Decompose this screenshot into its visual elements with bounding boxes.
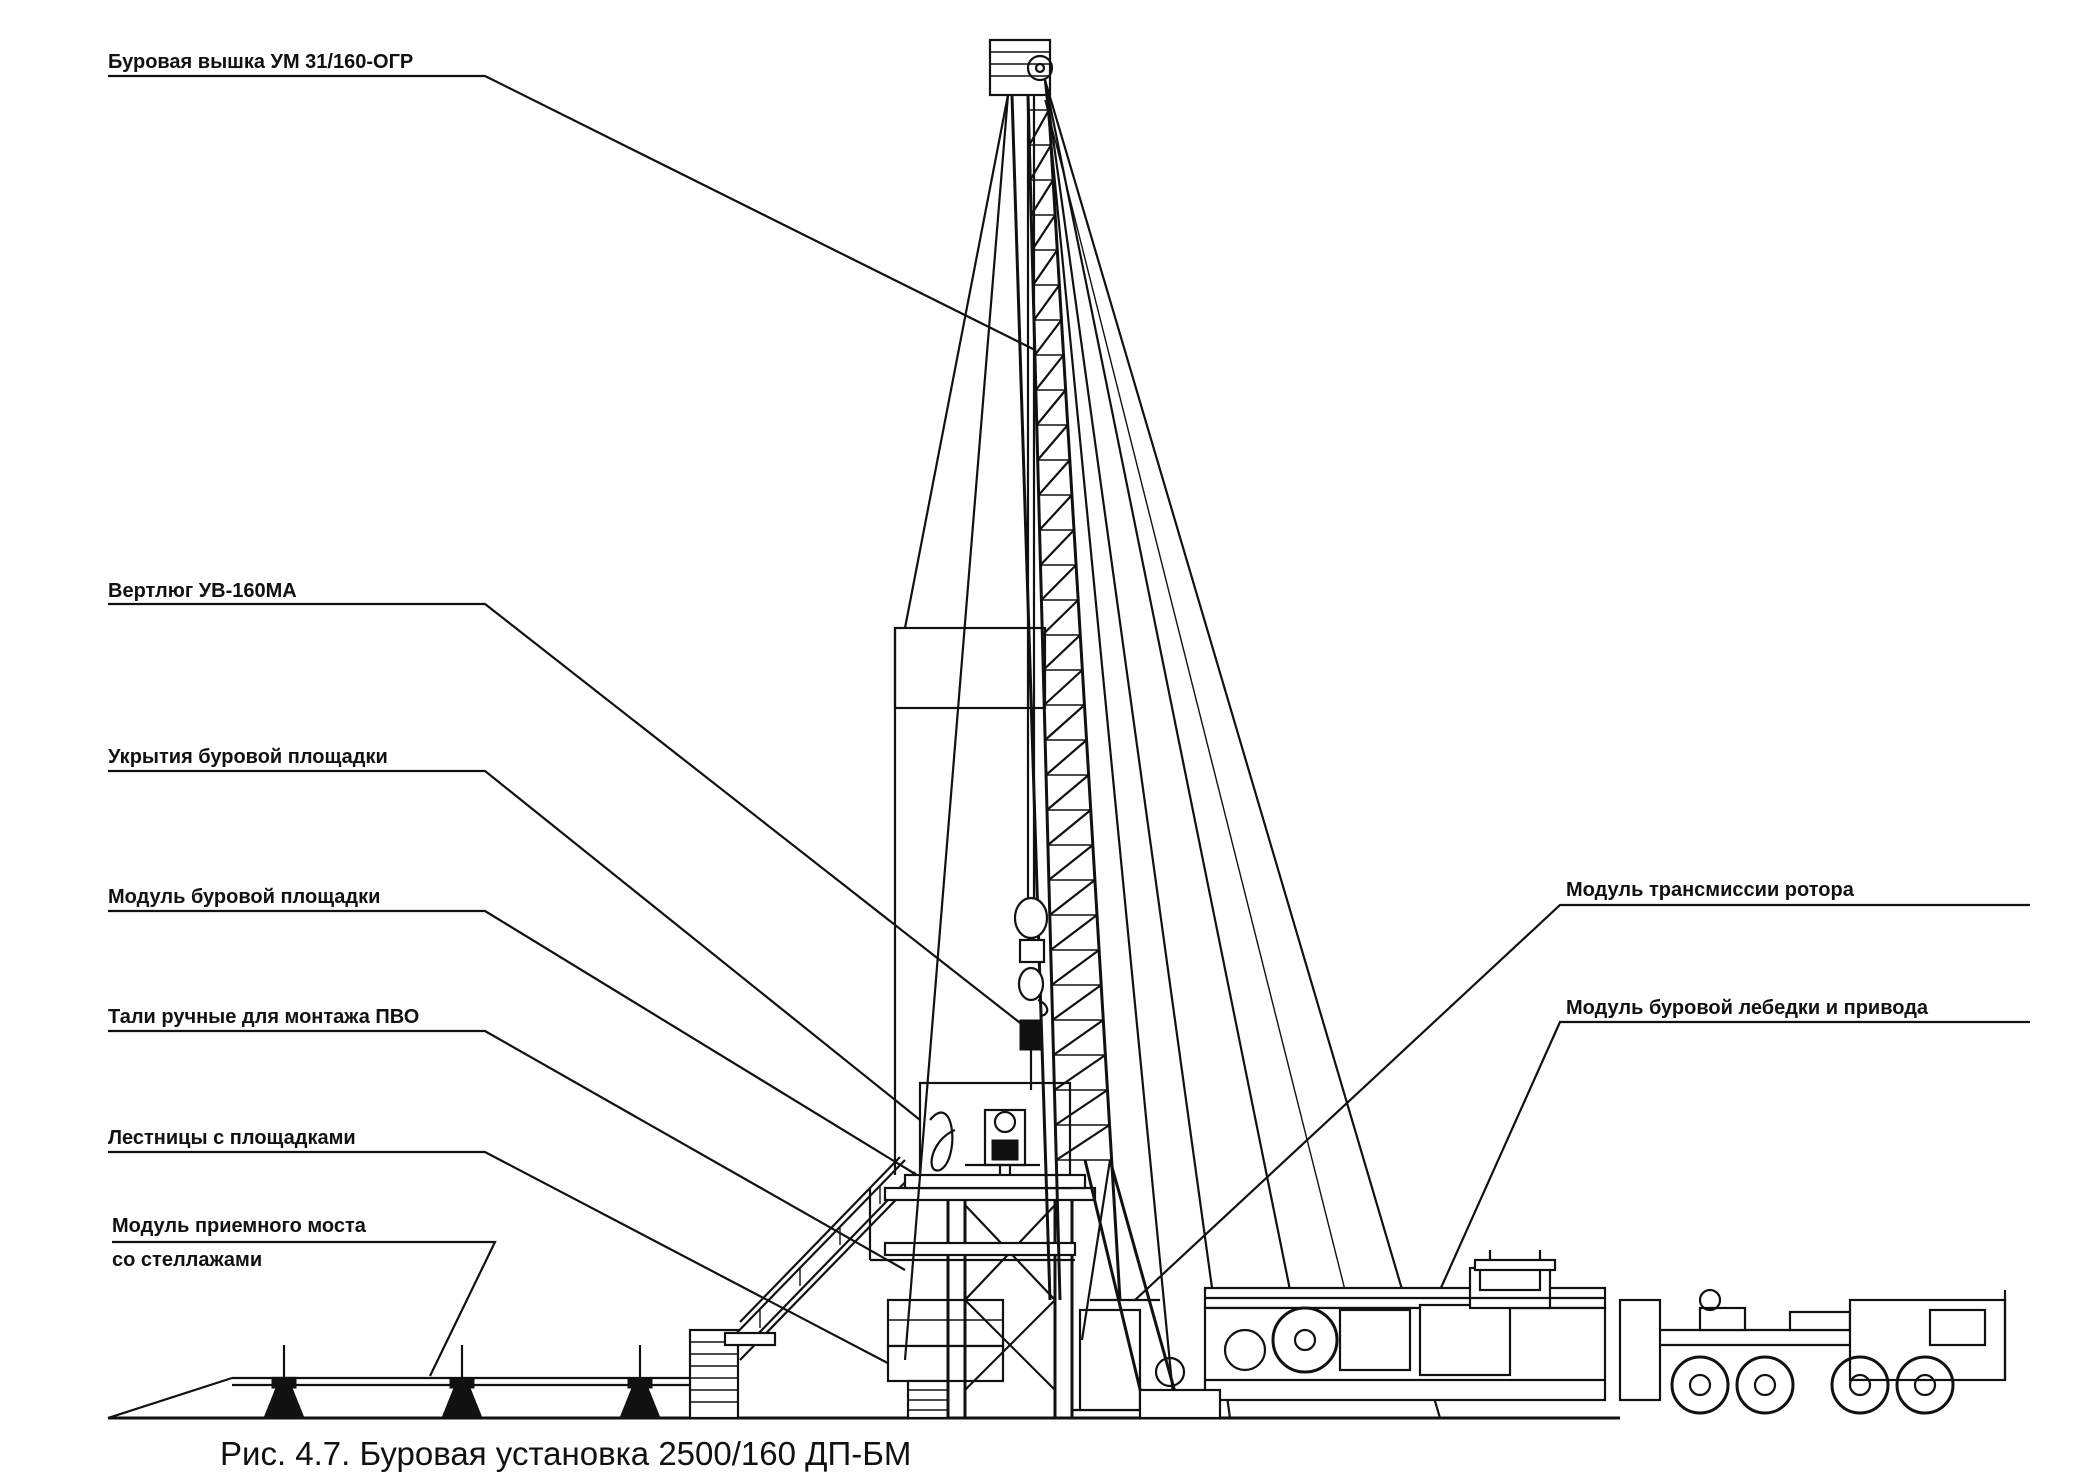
label-group-right: Модуль трансмиссии ротора Модуль буровой… (1566, 879, 1929, 1019)
label-floor-module: Модуль буровой площадки (108, 886, 380, 908)
leader-lines (108, 74, 2030, 1381)
hook-block-swivel (1013, 95, 1049, 1090)
leader-drawworks (1438, 1020, 2030, 1291)
transport-truck (1618, 1288, 2007, 1415)
drawworks-module (1138, 1250, 1607, 1420)
label-bridge-line1: Модуль приемного моста (112, 1215, 367, 1237)
label-rotor-transmission: Модуль трансмиссии ротора (1566, 879, 1855, 901)
label-swivel: Вертлюг УВ-160МА (108, 580, 297, 602)
leader-derrick (108, 74, 1036, 351)
label-drawworks: Модуль буровой лебедки и привода (1566, 997, 1929, 1019)
leader-swivel (108, 602, 1034, 1034)
derrick-mast (988, 38, 1182, 1411)
label-floor-shelter: Укрытия буровой площадки (108, 746, 388, 768)
label-stairs: Лестницы с площадками (108, 1127, 356, 1149)
label-hoist: Тали ручные для монтажа ПВО (108, 1006, 419, 1028)
label-bridge-line2: со стеллажами (112, 1249, 262, 1271)
guy-lines (903, 79, 1442, 1419)
label-derrick: Буровая вышка УМ 31/160-ОГР (108, 51, 413, 73)
leader-rotor-transmission (1134, 903, 2030, 1301)
pipe-rack-supports (263, 1345, 661, 1419)
label-group-left: Буровая вышка УМ 31/160-ОГР Вертлюг УВ-1… (108, 51, 419, 1271)
leader-floor-module (108, 909, 926, 1181)
wind-shelter (893, 626, 1047, 1175)
figure-caption: Рис. 4.7. Буровая установка 2500/160 ДП-… (220, 1435, 911, 1472)
leader-hoist (108, 1029, 906, 1271)
leader-stairs (108, 1150, 921, 1381)
stairs (688, 1156, 921, 1420)
leader-floor-shelter (108, 769, 946, 1141)
leader-bridge (112, 1240, 497, 1377)
